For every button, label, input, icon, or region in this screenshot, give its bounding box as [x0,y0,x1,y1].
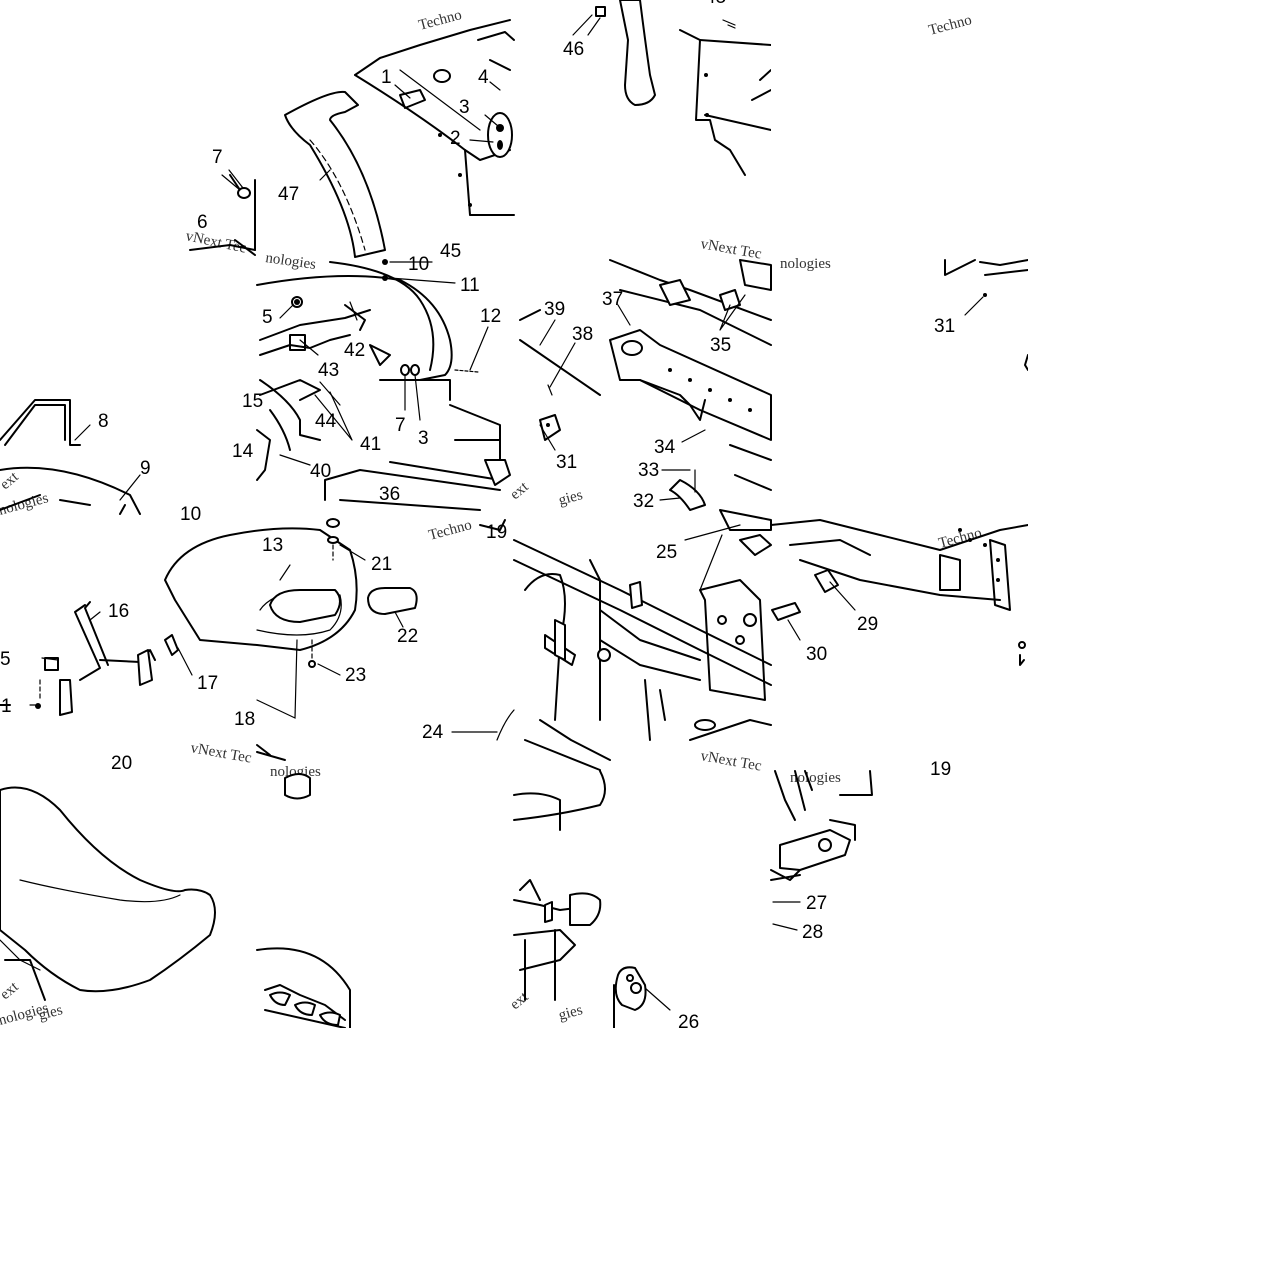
callout-12: 12 [480,306,501,327]
callout-42: 42 [344,340,365,361]
callout-44: 44 [315,411,337,432]
tile-mudflap [256,259,511,511]
callout-30: 30 [806,644,827,665]
tile-lower-frame [256,947,351,1029]
callout-4: 4 [478,67,489,88]
callout-1-partial: 1 [1,696,12,717]
callout-25: 25 [656,542,677,563]
callout-20: 20 [111,753,132,774]
callout-38: 38 [572,324,593,345]
leader-lines [41,14,984,1011]
callout-7-mid: 7 [395,415,406,436]
callout-29: 29 [857,614,878,635]
watermark-vnext-mid: vNext Tec [699,236,763,263]
watermark-vnext-bottom: vNext Tec [189,740,253,767]
callout-47: 47 [278,184,299,205]
callout-45: 45 [440,241,461,262]
tile-seat-cushion [164,518,506,800]
callout-26: 26 [678,1012,699,1033]
callout-21: 21 [371,554,392,575]
tile-seat-latch [0,601,179,716]
callout-32: 32 [633,491,654,512]
callout-33: 33 [638,460,659,481]
callout-35: 35 [710,335,731,356]
tile-footrest-right [944,259,1029,371]
watermark-gies-3: gies [557,1002,585,1024]
tile-rear-hitch [770,770,873,881]
callout-3-top: 3 [459,97,470,118]
callout-6: 6 [197,212,208,233]
callout-28: 28 [802,922,823,943]
watermark-gies-1: gies [37,1002,65,1024]
callout-17: 17 [197,673,218,694]
callout-5: 5 [262,307,273,328]
callout-2: 2 [450,128,461,149]
callout-labels: 1 2 3 4 5 6 7 7 3 8 9 10 11 12 13 14 15 … [0,39,955,1033]
callout-1: 1 [381,67,392,88]
tile-rack-bracket [0,399,141,515]
callout-13: 13 [262,535,283,556]
callout-39: 39 [544,299,565,320]
callout-19-partial: 19 [930,759,951,780]
tile-seat-base [0,786,216,1001]
callout-24: 24 [422,722,444,743]
tile-frame-front [519,259,772,511]
callout-5-partial: 5 [0,649,11,670]
tile-rear-fender [284,19,515,258]
callout-9: 9 [140,458,151,479]
callout-14: 14 [232,441,254,462]
callout-45-top-partial: 45 [705,0,726,8]
callout-36: 36 [379,484,400,505]
callout-22: 22 [397,626,418,647]
callout-31-right: 31 [934,316,955,337]
watermark-techno-top: Techno [417,7,464,34]
tile-footrest-top [587,0,772,176]
watermark-nologies-1: nologies [264,250,317,273]
callout-11: 11 [460,275,480,296]
callout-43: 43 [318,360,339,381]
callout-23: 23 [345,665,366,686]
watermark-nologies-5: nologies [0,490,50,519]
callout-40: 40 [310,461,331,482]
callout-3-mid: 3 [418,428,429,449]
blank-tile-top-left [0,0,180,150]
tile-frame-right [770,519,1029,666]
callout-15: 15 [242,391,263,412]
callout-41: 41 [360,434,381,455]
callout-7-top: 7 [212,147,223,168]
tile-main-frame [496,509,772,771]
watermark-ext-1: ext [507,478,532,503]
blank-area-bottom [0,1028,1285,1285]
blank-tile-top-right [771,0,1028,257]
callout-34: 34 [654,437,676,458]
tile-rear-rack-left [189,174,256,256]
watermark-nologies-2: nologies [780,256,831,272]
watermark-vnext-bottom-mid: vNext Tec [699,748,763,775]
watermark-gies-2: gies [557,487,585,509]
callout-18: 18 [234,709,255,730]
callout-37: 37 [602,289,623,310]
tile-rear-frame [513,770,647,1029]
callout-8: 8 [98,411,109,432]
watermark-techno-mid: Techno [427,517,474,544]
callout-10: 10 [408,254,429,275]
watermark-ext-2: ext [0,468,22,493]
callout-19: 19 [486,522,507,543]
callout-31-mid: 31 [556,452,577,473]
callout-46: 46 [563,39,584,60]
callout-27: 27 [806,893,827,914]
watermark-ext-3: ext [507,988,532,1013]
watermark-nologies-4: nologies [790,770,841,786]
callout-10-partial: 10 [180,504,201,525]
callout-16: 16 [108,601,129,622]
watermark-ext-4: ext [0,978,22,1003]
